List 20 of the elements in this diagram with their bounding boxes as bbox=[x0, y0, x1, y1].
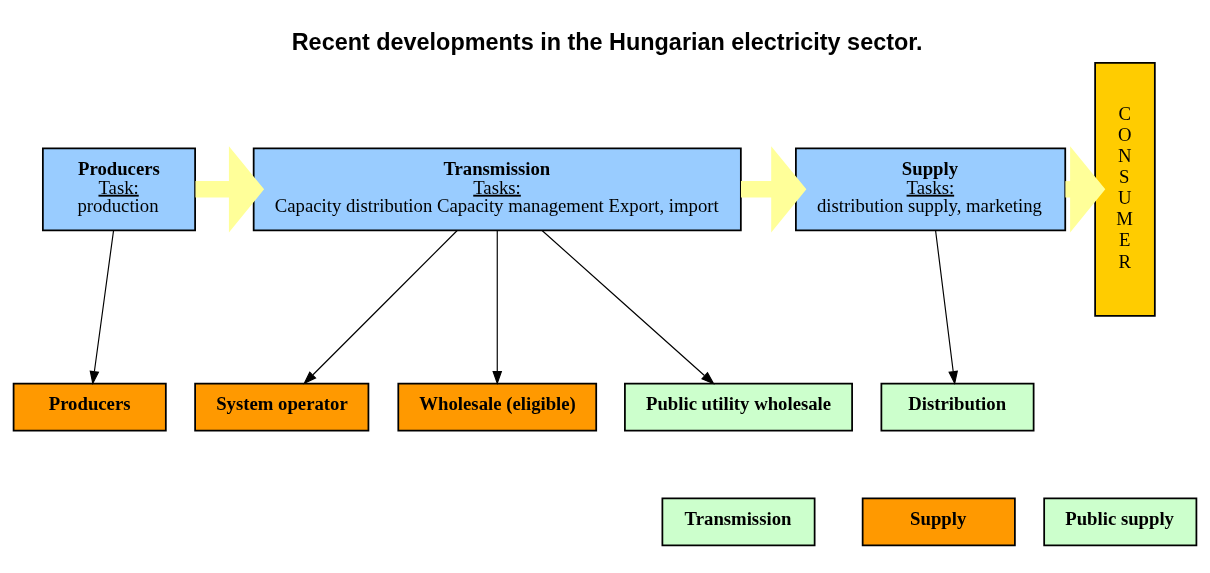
node-box: Producers bbox=[12, 382, 167, 432]
node-box: Transmission Tasks: Capacity distribution Capacity management Export, import bbox=[252, 147, 742, 232]
node-box: Producers Task: production bbox=[42, 147, 196, 232]
node-box: Supply bbox=[861, 497, 1016, 547]
diagram-title: Recent developments in the Hungarian electricity sector. bbox=[291, 28, 923, 55]
arrow bbox=[89, 229, 115, 386]
arrow bbox=[741, 146, 807, 233]
node-box: Supply Tasks: distribution supply, marketing bbox=[795, 147, 1067, 232]
arrow bbox=[935, 229, 959, 386]
node-box: Distribution bbox=[880, 382, 1035, 432]
arrow bbox=[195, 146, 265, 233]
node-box: System operator bbox=[194, 382, 370, 432]
arrow bbox=[541, 229, 715, 385]
node-box: Public utility wholesale bbox=[624, 382, 853, 432]
node-box: Public supply bbox=[1043, 497, 1198, 547]
node-box: Transmission bbox=[661, 497, 816, 547]
node-box: CONSUMER bbox=[1094, 61, 1156, 317]
arrow bbox=[303, 229, 458, 385]
arrow bbox=[492, 229, 503, 386]
node-box: Wholesale (eligible) bbox=[397, 382, 598, 432]
